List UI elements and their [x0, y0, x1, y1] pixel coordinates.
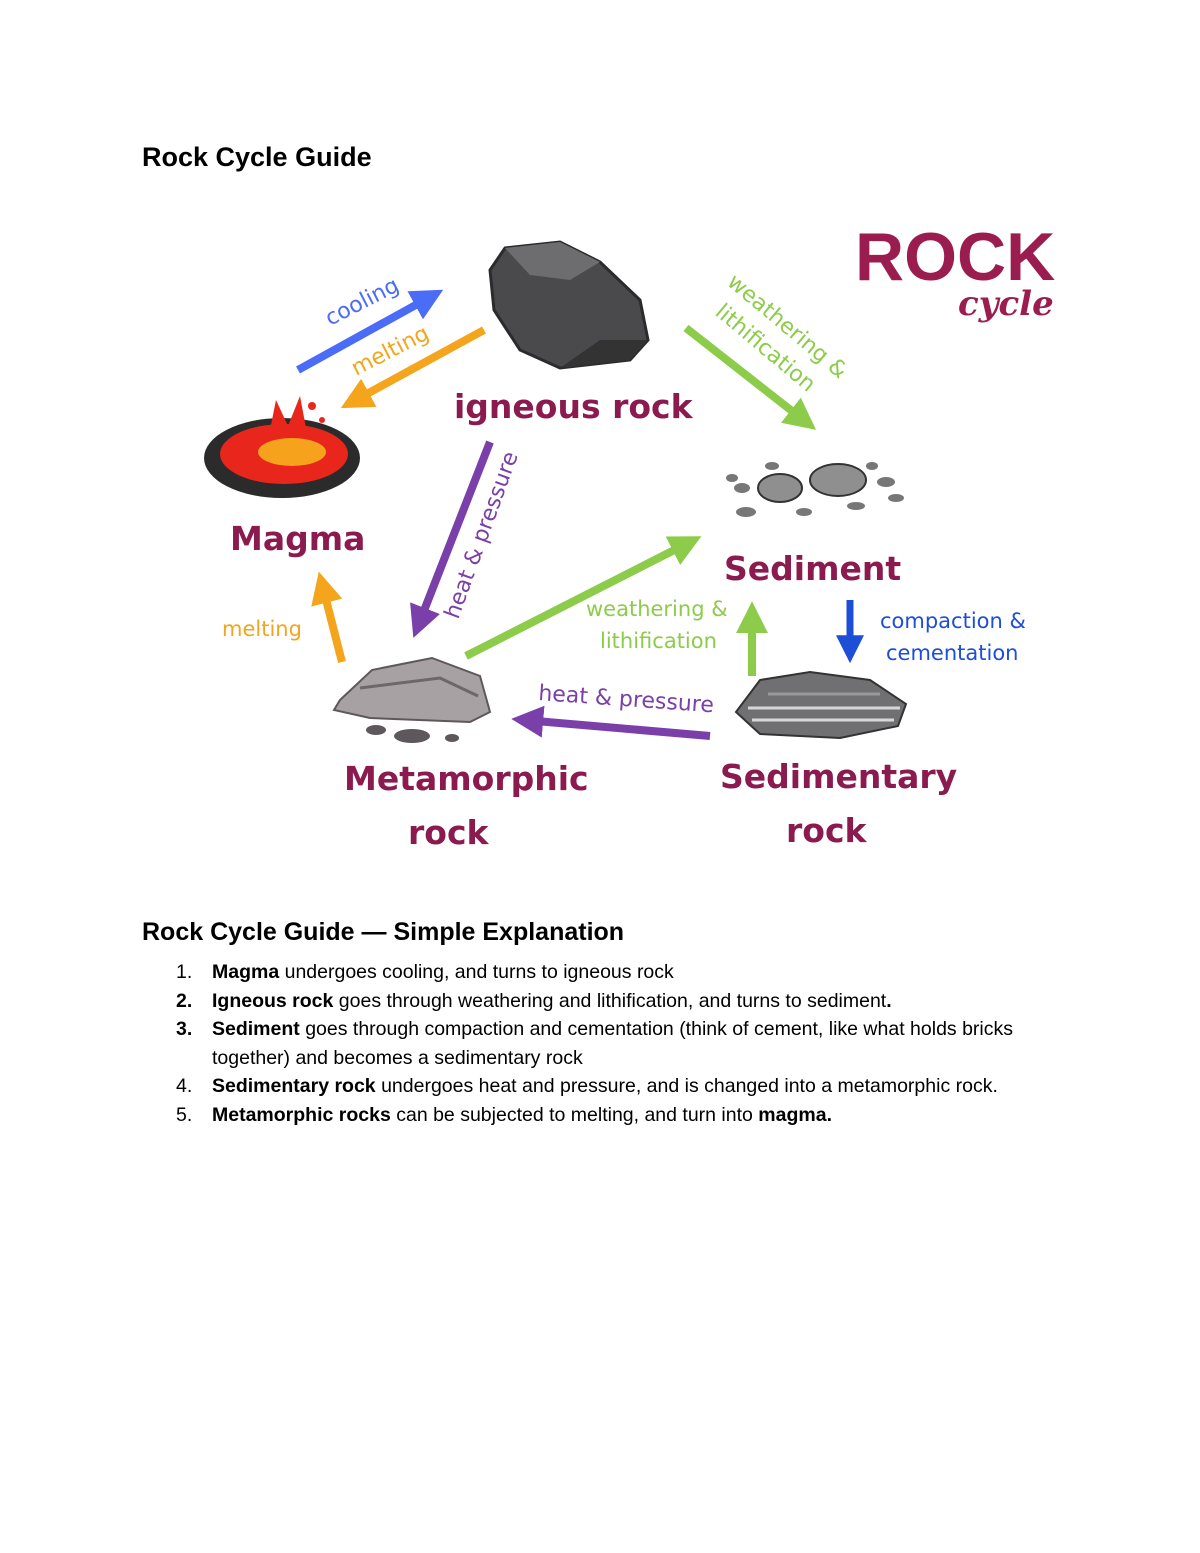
step-text: can be subjected to melting, and turn in…: [390, 1103, 759, 1126]
heat-pressure-arrow-diag: [410, 440, 494, 638]
node-metamorphic-line1: Metamorphic: [344, 759, 589, 798]
step-term: Magma: [212, 961, 280, 983]
step-term: Igneous rock: [212, 989, 334, 1012]
list-item: 1. Magma undergoes cooling, and turns to …: [176, 958, 1056, 987]
weathering-arrow-mid: [464, 536, 702, 660]
label-weathering-mid-2: lithification: [600, 629, 717, 653]
cooling-arrow: [296, 289, 444, 374]
magma-illustration: [204, 396, 360, 498]
label-compaction-1: compaction &: [880, 609, 1026, 633]
list-item: 3. Sediment goes through compaction and c…: [176, 1015, 1056, 1072]
section-heading: Rock Cycle Guide — Simple Explanation: [142, 918, 625, 946]
step-tail: .: [886, 989, 892, 1012]
label-weathering-mid-1: weathering &: [586, 597, 728, 621]
node-sedimentary-line2: rock: [786, 811, 868, 850]
label-heat-pressure-bottom: heat & pressure: [538, 681, 715, 718]
step-number: 2.: [176, 989, 193, 1012]
heat-pressure-arrow-bottom: [511, 705, 711, 740]
step-number: 4.: [176, 1075, 193, 1097]
node-magma: Magma: [230, 519, 365, 558]
rock-cycle-diagram: ROCK cycle: [0, 200, 1200, 880]
list-item: 2. Igneous rock goes through weathering a…: [176, 987, 1056, 1016]
label-melting-left: melting: [222, 617, 302, 641]
step-number: 1.: [176, 961, 193, 983]
step-term: Sediment: [212, 1018, 300, 1040]
node-igneous-rock: igneous rock: [454, 387, 694, 426]
igneous-rock-illustration: [488, 240, 650, 370]
sediment-illustration: [726, 462, 904, 517]
label-melting-top: melting: [347, 321, 433, 381]
node-sedimentary-line1: Sedimentary: [720, 757, 957, 796]
node-sediment: Sediment: [724, 549, 901, 588]
list-item: 4. Sedimentary rock undergoes heat and pr…: [176, 1072, 1056, 1101]
step-text: goes through compaction and cementation …: [212, 1018, 1013, 1069]
page-title: Rock Cycle Guide: [142, 142, 372, 172]
steps-list: 1. Magma undergoes cooling, and turns to …: [176, 958, 1056, 1129]
step-text: undergoes heat and pressure, and is chan…: [375, 1075, 998, 1097]
step-tail: magma.: [758, 1103, 832, 1126]
logo-cycle: cycle: [958, 284, 1054, 324]
logo-rock: ROCK: [855, 219, 1055, 295]
step-term: Sedimentary rock: [212, 1075, 376, 1097]
melting-arrow-top: [340, 326, 486, 409]
step-number: 3.: [176, 1018, 193, 1040]
step-text: goes through weathering and lithificatio…: [333, 989, 887, 1012]
step-text: undergoes cooling, and turns to igneous …: [279, 961, 674, 983]
melting-arrow-left: [311, 571, 346, 663]
metamorphic-rock-illustration: [332, 656, 492, 743]
step-term: Metamorphic rocks: [212, 1103, 391, 1126]
weathering-arrow-top: [683, 324, 817, 430]
rock-cycle-svg: ROCK cycle: [204, 219, 1055, 852]
list-item: 5. Metamorphic rocks can be subjected to …: [176, 1101, 1056, 1130]
node-metamorphic-line2: rock: [408, 813, 490, 852]
sedimentary-rock-illustration: [734, 670, 908, 740]
label-compaction-2: cementation: [886, 641, 1018, 665]
step-number: 5.: [176, 1103, 193, 1126]
